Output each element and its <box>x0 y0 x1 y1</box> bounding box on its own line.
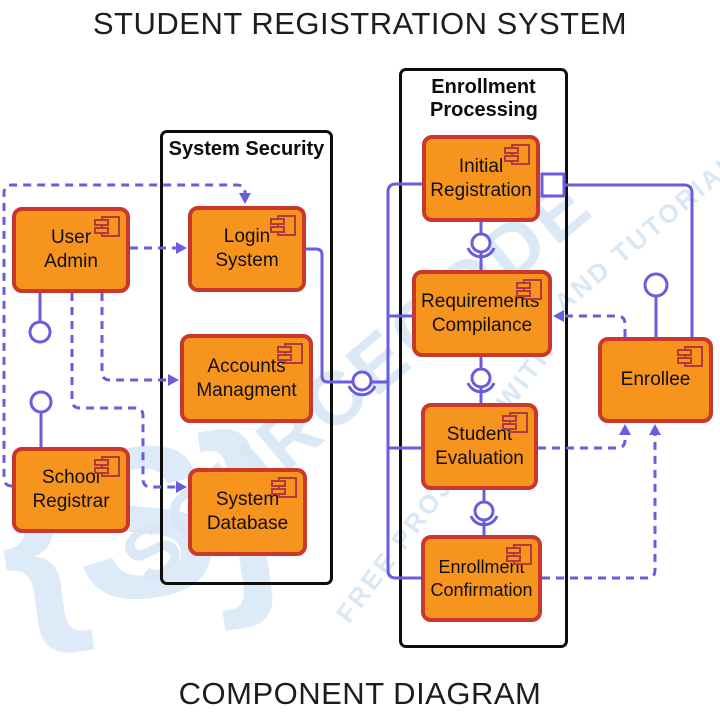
component-label: Managment <box>196 379 297 401</box>
component-label: Admin <box>44 251 98 272</box>
component-label: User <box>50 227 92 249</box>
component-label: Login <box>223 226 271 248</box>
component-system-database: System Database <box>188 468 307 556</box>
component-initial-registration: Initial Registration <box>422 135 540 222</box>
component-label: Registration <box>430 179 532 201</box>
frame-title-enrollment-processing: Enrollment Processing <box>430 76 538 121</box>
component-student-evaluation: Student Evaluation <box>421 403 538 490</box>
component-icon <box>504 144 530 165</box>
component-label: Enrollment <box>438 557 525 577</box>
component-school-registrar: School Registrar <box>12 447 130 533</box>
component-enrollment-confirmation: Enrollment Confirmation <box>421 535 542 622</box>
component-label: Database <box>206 513 289 534</box>
component-icon <box>94 216 120 237</box>
component-icon <box>277 343 303 364</box>
page-title: STUDENT REGISTRATION SYSTEM <box>92 6 628 41</box>
component-requirements-compilance: Requirements' Compilance <box>412 270 552 357</box>
component-label: System <box>215 489 280 511</box>
component-user-admin: User Admin <box>12 207 130 293</box>
component-enrollee: Enrollee <box>598 337 713 423</box>
component-icon <box>502 412 528 433</box>
component-label: Enrollee <box>620 369 691 391</box>
provided-interface-enrollee <box>643 272 669 337</box>
component-label: Evaluation <box>435 447 524 469</box>
component-label: School <box>41 467 101 489</box>
component-label: Confirmation <box>430 579 533 600</box>
component-login-system: Login System <box>188 206 306 292</box>
component-icon <box>506 544 532 565</box>
component-label: Compilance <box>431 314 533 336</box>
component-icon <box>270 215 296 236</box>
component-label: Requirements' <box>421 290 543 312</box>
component-label: Registrar <box>32 491 110 512</box>
component-label: Accounts <box>207 355 286 377</box>
component-label: System <box>215 250 279 271</box>
page-subtitle: COMPONENT DIAGRAM <box>178 676 542 711</box>
component-icon <box>516 279 542 300</box>
provided-interface-user-admin <box>28 293 52 344</box>
component-icon <box>94 456 120 477</box>
component-label: Initial <box>458 155 504 177</box>
component-icon <box>271 477 297 498</box>
component-icon <box>677 346 703 367</box>
component-label: Student <box>446 423 513 445</box>
frame-title-system-security: System Security <box>168 138 325 160</box>
component-accounts-managment: Accounts Managment <box>180 334 313 423</box>
